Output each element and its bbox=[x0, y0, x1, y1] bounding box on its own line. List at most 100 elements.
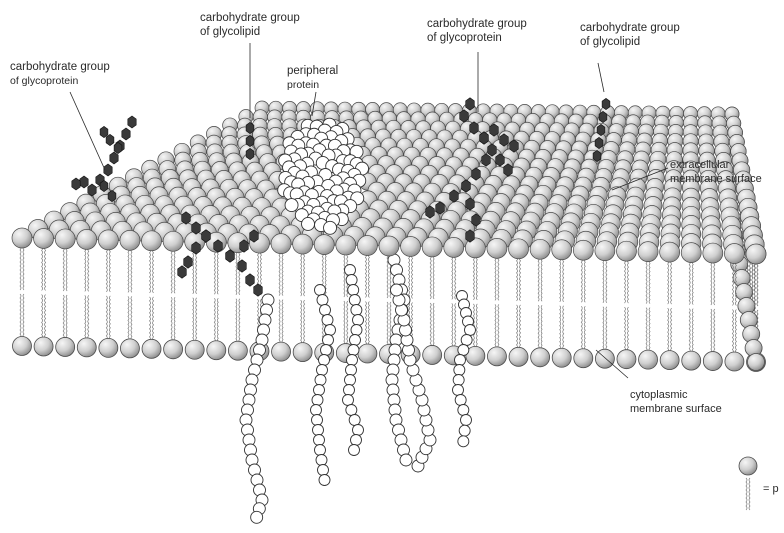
upper-lipid-tail bbox=[541, 257, 542, 301]
upper-lipid-tail bbox=[131, 248, 132, 292]
upper-lipid-tail bbox=[452, 255, 453, 299]
extracellular-lipid-head bbox=[120, 230, 140, 250]
lower-lipid-tail bbox=[520, 305, 521, 353]
sugar-unit bbox=[108, 190, 116, 201]
extracellular-lipid-head bbox=[422, 237, 442, 257]
sugar-unit bbox=[246, 148, 254, 159]
extracellular-lipid-head bbox=[314, 235, 334, 255]
lower-lipid-tail bbox=[88, 295, 89, 343]
upper-lipid-tail bbox=[42, 246, 43, 290]
lower-lipid-tail bbox=[301, 300, 302, 348]
cytoplasmic-lipid-head bbox=[77, 338, 96, 357]
lower-lipid-tail bbox=[23, 294, 24, 342]
lower-lipid-tail bbox=[498, 304, 499, 352]
protein-bead bbox=[349, 445, 360, 456]
protein-bead bbox=[346, 275, 357, 286]
protein-bead bbox=[458, 436, 469, 447]
lower-lipid-tail bbox=[689, 309, 690, 357]
protein-bead bbox=[320, 305, 331, 316]
sugar-unit bbox=[496, 154, 505, 167]
cytoplasmic-lipid-head bbox=[142, 339, 161, 358]
sugar-unit bbox=[246, 135, 254, 146]
lower-lipid-tail bbox=[541, 305, 542, 353]
protein-bead bbox=[346, 365, 357, 376]
protein-bead bbox=[465, 325, 476, 336]
upper-lipid-tail bbox=[368, 254, 369, 298]
upper-lipid-tail bbox=[365, 254, 366, 298]
lower-lipid-tail bbox=[279, 300, 280, 348]
upper-lipid-tail bbox=[409, 254, 410, 298]
sugar-unit bbox=[504, 164, 513, 177]
upper-lipid-tail bbox=[627, 259, 628, 303]
lower-lipid-tail bbox=[606, 307, 607, 355]
sugar-unit bbox=[450, 190, 459, 203]
upper-lipid-tail bbox=[584, 258, 585, 302]
lower-lipid-tail bbox=[735, 310, 736, 358]
upper-lipid-tail bbox=[282, 252, 283, 296]
label-peripheral-protein: peripheral protein bbox=[287, 64, 338, 92]
sugar-unit bbox=[192, 222, 201, 235]
extracellular-lipid-head bbox=[509, 239, 529, 259]
protein-bead bbox=[455, 355, 466, 366]
protein-bead bbox=[455, 395, 466, 406]
upper-lipid-tail bbox=[538, 257, 539, 301]
lower-lipid-tail bbox=[20, 294, 21, 342]
protein-bead bbox=[319, 355, 330, 366]
sugar-unit bbox=[182, 212, 191, 225]
protein-bead bbox=[461, 415, 472, 426]
upper-lipid-tail bbox=[20, 246, 21, 290]
protein-bead bbox=[453, 375, 464, 386]
protein-bead bbox=[317, 295, 328, 306]
lower-lipid-tail bbox=[239, 299, 240, 347]
sugar-unit bbox=[599, 111, 607, 122]
lower-lipid-tail bbox=[106, 296, 107, 344]
cytoplasmic-lipid-head bbox=[509, 347, 528, 366]
lower-lipid-tail bbox=[387, 302, 388, 350]
cytoplasmic-lipid-head bbox=[13, 337, 32, 356]
lower-lipid-tail bbox=[732, 310, 733, 358]
lower-lipid-tail bbox=[603, 307, 604, 355]
cytoplasmic-lipid-head bbox=[56, 337, 75, 356]
protein-bead bbox=[391, 284, 403, 296]
sugar-unit bbox=[500, 134, 509, 147]
cytoplasmic-lipid-head bbox=[725, 352, 744, 371]
extracellular-lipid-head bbox=[163, 231, 183, 251]
upper-lipid-tail bbox=[711, 261, 712, 305]
protein-bead bbox=[345, 265, 356, 276]
upper-lipid-tail bbox=[239, 251, 240, 295]
upper-lipid-tail bbox=[581, 258, 582, 302]
upper-lipid-tail bbox=[279, 252, 280, 296]
lower-lipid-tail bbox=[627, 307, 628, 355]
upper-lipid-tail bbox=[153, 249, 154, 293]
label-glycoprotein-right: carbohydrate group of glycoprotein bbox=[427, 17, 527, 45]
lower-lipid-tail bbox=[711, 309, 712, 357]
cytoplasmic-lipid-head bbox=[660, 351, 679, 370]
protein-bead bbox=[324, 221, 337, 234]
upper-lipid-tail bbox=[563, 258, 564, 302]
sugar-unit bbox=[466, 98, 475, 111]
sugar-unit bbox=[192, 242, 201, 255]
sugar-unit bbox=[488, 144, 497, 157]
protein-bead bbox=[353, 315, 364, 326]
upper-lipid-tail bbox=[671, 260, 672, 304]
upper-lipid-tail bbox=[174, 249, 175, 293]
cytoplasmic-lipid-head bbox=[99, 338, 118, 357]
cytoplasmic-lipid-head bbox=[272, 342, 291, 361]
upper-lipid-tail bbox=[624, 259, 625, 303]
upper-lipid-tail bbox=[106, 248, 107, 292]
lower-lipid-tail bbox=[714, 309, 715, 357]
upper-lipid-tail bbox=[714, 261, 715, 305]
protein-bead bbox=[345, 375, 356, 386]
protein-bead bbox=[312, 395, 323, 406]
lower-lipid-tail bbox=[433, 303, 434, 351]
protein-bead bbox=[318, 465, 329, 476]
protein-bead bbox=[319, 475, 330, 486]
protein-bead bbox=[251, 511, 263, 523]
extracellular-lipid-head bbox=[487, 238, 507, 258]
sugar-unit bbox=[597, 124, 605, 135]
protein-bead bbox=[302, 217, 315, 230]
upper-lipid-tail bbox=[214, 250, 215, 294]
upper-lipid-tail bbox=[520, 257, 521, 301]
cytoplasmic-lipid-head bbox=[423, 345, 442, 364]
